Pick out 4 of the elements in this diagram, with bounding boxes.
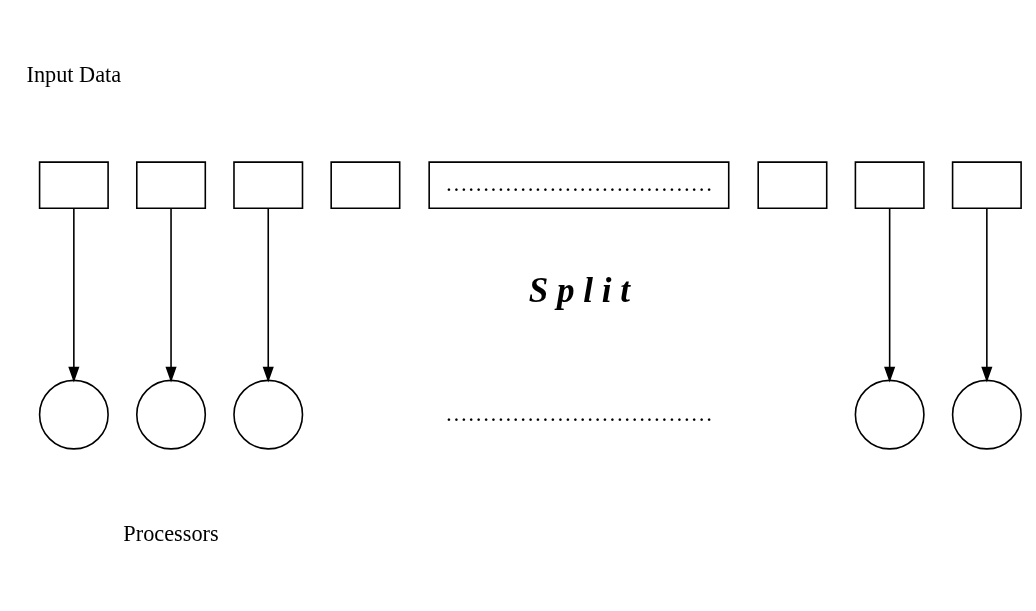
label: ……………………………… [445, 400, 713, 426]
label: Processors [123, 520, 219, 546]
label: Input Data [26, 61, 122, 87]
label: S p l i t [528, 270, 631, 310]
